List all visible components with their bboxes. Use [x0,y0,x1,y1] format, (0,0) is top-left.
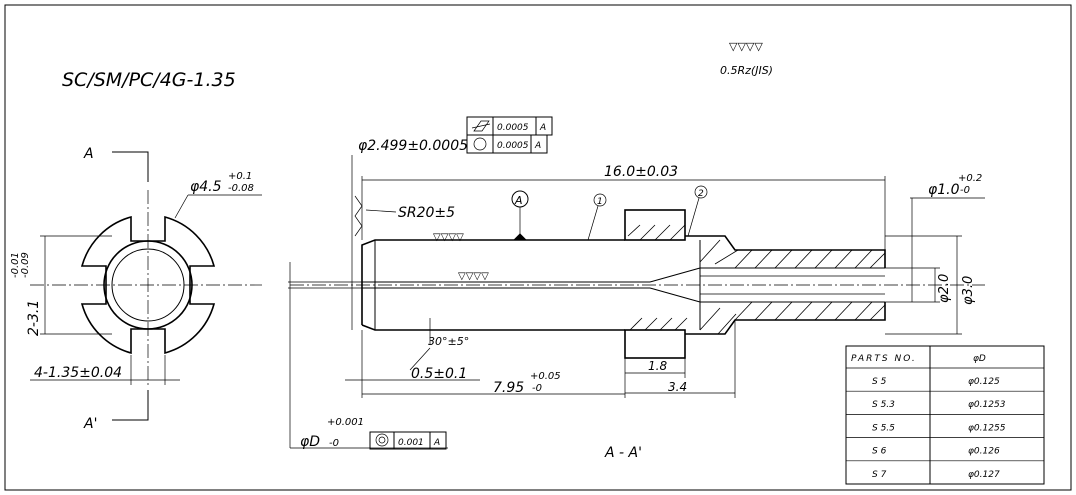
gdt-circularity-datum: A [534,141,541,151]
tail-hatching [699,239,886,335]
ferrule-body-outline [361,239,625,325]
flange-lower [624,329,686,359]
ferrule-outer-circle [103,240,193,330]
part-balloon-2 [694,185,708,199]
parts-table-dia-value: φ0.125 [968,377,1000,387]
end-view: A A' φ4.5 +0.1 -0.08 2-3.1 -0.01 -0.09 4… [10,146,262,432]
part-balloon-1-label: 1 [597,197,603,207]
chamfer-arrow-line [409,347,431,371]
part-balloon-1 [593,193,607,207]
ferrule-body-outline-lower [361,324,625,331]
parts-table-dia-value: φ0.1253 [968,400,1006,410]
outer-dia-label: φ4.5 [190,179,222,195]
bore-taper-upper [649,267,701,283]
flange-length-label: 1.8 [648,359,667,373]
gdt-cylindricity-datum: A [539,123,546,133]
title-code: SC/SM/PC/4G-1.35 [62,69,236,91]
ferrule-length-tol-lower: -0 [532,383,542,394]
slot-width-tol-upper: -0.01 [10,252,21,278]
section-label-bottom: A' [83,416,97,432]
parts-table-part-no: S 5.3 [872,400,895,410]
section-line-top [112,151,149,182]
dia-3-label: φ3.0 [961,276,976,305]
surface-finish-mark-end [354,195,363,237]
surface-finish-symbol: ▽▽▽▽ [729,40,763,53]
parts-table-dia-value: φ0.126 [968,447,1000,457]
overall-length-label: 16.0±0.03 [604,164,678,180]
part-balloon-2-leader [687,197,700,237]
section-line-bottom [112,390,149,421]
parts-table-dia-value: φ0.127 [968,470,1000,480]
hole-dia-label: φD [300,434,320,450]
tail-dia-tol-upper: +0.2 [958,173,982,184]
parts-table-part-no: S 7 [872,470,887,480]
sphere-radius-leader [365,209,397,213]
gdt-concentricity-value: 0.001 [398,438,424,448]
gdt-concentricity-datum: A [433,438,440,448]
gdt-circularity-value: 0.0005 [497,141,529,151]
hole-tol-lower: -0 [329,438,339,449]
chamfer-length-label: 0.5±0.1 [411,366,467,382]
slot-width-tol-lower: -0.09 [20,252,31,278]
bore-dia-label: φ2.499±0.0005 [358,138,468,154]
surface-finish-note: 0.5Rz(JIS) [720,64,773,77]
slot-depth-label: 4-1.35±0.04 [34,365,122,381]
parts-table-header-parts: PARTS NO. [851,354,917,364]
parts-table: PARTS NO. φD S 5 φ0.125 S 5.3 φ0.1253 S 5.5 φ… [845,345,1045,485]
hole-tol-upper: +0.001 [327,417,364,428]
section-label-top: A [83,146,94,162]
parts-table-border [845,345,1045,485]
tail-dia-tol-lower: -0 [960,185,970,196]
gdt-cylindricity-frame: 0.0005 A [466,116,553,136]
gdt-circularity-frame: 0.0005 A [466,134,548,154]
tail-length-label: 3.4 [668,380,687,394]
part-balloon-2-label: 2 [698,189,704,199]
ferrule-length-tol-upper: +0.05 [530,371,561,382]
gdt-cylindricity-value: 0.0005 [497,123,529,133]
section-caption: A - A' [604,445,642,461]
parts-table-part-no: S 5 [872,377,887,387]
circularity-icon [473,137,487,151]
datum-balloon-label: A [514,194,523,207]
parts-table-part-no: S 6 [872,447,887,457]
dia-2-label: φ2.0 [937,274,952,303]
flange-hatching [627,224,688,331]
side-view: φ2.499±0.0005 0.0005 A 0.0005 A 16.0±0.0… [288,116,985,461]
parts-table-dia-value: φ0.1255 [968,423,1006,433]
cylindricity-icon [471,120,491,132]
outer-dia-tol-lower: -0.08 [228,183,254,194]
tail-sleeve-outline-upper [685,235,886,268]
slot-width-label: 2-3.1 [26,300,42,336]
concentricity-icon-inner [378,436,386,444]
tail-sleeve-outline-lower [685,302,886,335]
drawing-frame [4,4,1072,491]
parts-table-header-dia: φD [973,354,986,364]
sphere-radius-label: SR20±5 [398,205,455,221]
parts-table-part-no: S 5.5 [872,423,895,433]
surface-finish-mark-bore: ▽▽▽▽ [458,271,489,282]
ferrule-length-label: 7.95 [493,380,524,396]
part-balloon-1-leader [587,205,599,241]
bore-taper-lower [649,287,701,303]
chamfer-angle-label: 30°±5° [428,335,469,348]
datum-triangle [512,233,528,241]
concentricity-icon-outer [375,433,389,447]
outer-dia-leader [174,194,189,219]
ferrule-inner-circle [111,248,185,322]
outer-dia-tol-upper: +0.1 [228,171,252,182]
gdt-concentricity-frame: 0.001 A [369,431,447,450]
tail-dia-label: φ1.0 [928,182,960,198]
slotted-sleeve-outline [80,215,216,355]
surface-finish-mark-top: ▽▽▽▽ [433,232,464,243]
